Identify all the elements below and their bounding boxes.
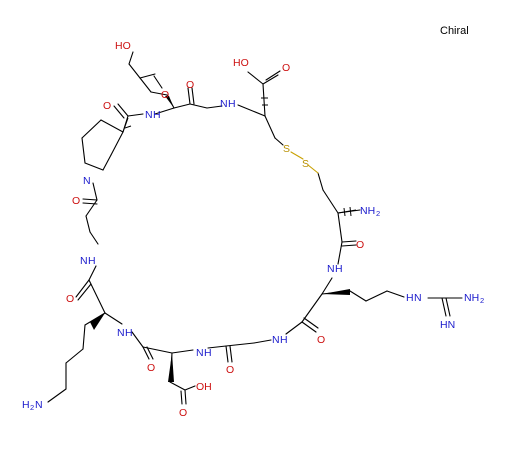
atom-nh2-cys-sub: 2 [376,209,380,218]
atom-h-gly2: H [280,334,288,346]
atom-n-asp-pro: N [145,109,153,121]
atom-oh-asp2: OH [196,381,212,393]
atom-nh2-cys: NH [360,205,375,217]
chiral-label: Chiral [440,25,469,37]
atom-o-pro-carbonyl: O [103,100,111,112]
stereo-wedges [90,96,357,382]
atom-n-guanidine: N [414,292,422,304]
atom-o-gly1: O [72,195,80,207]
atom-h-asp-pro: H [153,109,161,121]
atom-o-lys: O [66,293,74,305]
atom-nh2-guanidine-sub: 2 [480,296,484,305]
atom-h2-lys-sub: 2 [30,403,34,412]
atom-n-cys: N [220,98,228,110]
atom-oh-cys: HO [233,57,249,69]
atom-n-gly1: N [80,255,88,267]
atom-hn-imine: HN [440,319,455,331]
atom-o-asp1-amide: O [186,79,194,91]
atom-s-lower: S [302,158,309,170]
atom-o-arg: O [317,334,325,346]
atom-s-upper: S [283,143,290,155]
atom-h-guanidine: H [406,292,414,304]
atom-labels: HO O HO O O N H O N H S S N NH 2 O O N H… [22,40,484,419]
atom-n-proline: N [83,175,91,187]
atom-n-arg: N [327,263,335,275]
atom-o-asp1-carbonyl: O [161,89,169,101]
atom-h-asp2: H [204,347,212,359]
disulfide-bonds [290,151,319,174]
atom-n-lys-amine: N [35,399,43,411]
atom-h-lys-amine: H [22,399,30,411]
atom-o-asp2-carbonyl: O [179,407,187,419]
atom-o-asp2: O [147,362,155,374]
atom-h-cys: H [228,98,236,110]
atom-o-gly2: O [226,364,234,376]
bond-lines [47,51,463,405]
atom-o-cys-carbonyl: O [282,62,290,74]
atom-n-lys: N [117,327,125,339]
atom-o-cys-amide: O [356,239,364,251]
atom-nh2-guanidine: NH [464,292,479,304]
atom-oh-asp1: HO [115,40,131,52]
atom-n-gly2: N [272,334,280,346]
atom-h-lys: H [125,327,133,339]
atom-h-gly1: H [88,255,96,267]
atom-h-arg: H [335,263,343,275]
atom-n-asp2: N [196,347,204,359]
